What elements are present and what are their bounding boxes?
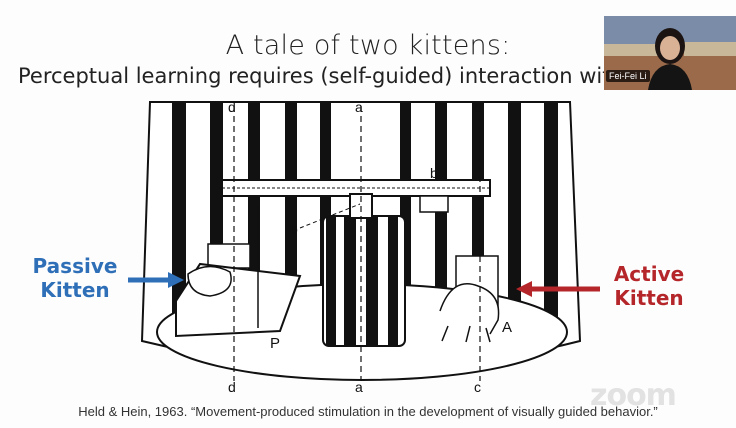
slide-title: A tale of two kittens:: [225, 30, 511, 61]
active-kitten-harness: [439, 255, 500, 343]
passive-label-line1: Passive: [32, 254, 118, 278]
active-kitten-label: Active Kitten: [600, 262, 698, 310]
passive-arrow-icon: [128, 272, 184, 288]
letter-b-lower: b: [290, 221, 298, 237]
passive-kitten-drawing: [187, 265, 232, 297]
active-kitten-drawing: [439, 283, 500, 343]
letter-b-upper: b: [430, 165, 438, 181]
central-striped-post: [322, 215, 406, 347]
active-label-line2: Kitten: [614, 286, 684, 310]
slide-subtitle: Perceptual learning requires (self-guide…: [18, 64, 624, 88]
letter-a-active: A: [502, 319, 512, 336]
active-label-line1: Active: [613, 262, 685, 286]
citation-text: Held & Hein, 1963. “Movement-produced st…: [78, 404, 658, 419]
kitten-carousel-diagram: d a c b b P A d a c: [140, 99, 582, 395]
letter-a-top: a: [355, 99, 363, 115]
participant-name-label: Fei-Fei Li: [606, 70, 650, 82]
active-arrow-icon: [516, 281, 600, 297]
video-feed-image: [604, 16, 736, 90]
passive-gondola: [175, 206, 302, 338]
zoom-watermark: zoom: [590, 378, 677, 413]
participant-video-thumbnail[interactable]: Fei-Fei Li: [604, 16, 736, 90]
passive-label-line2: Kitten: [40, 278, 110, 302]
letter-p: P: [270, 335, 280, 352]
letter-c-top: c: [474, 99, 481, 115]
letter-c-bottom: c: [474, 379, 481, 395]
letter-d-top: d: [228, 99, 236, 115]
letter-a-bottom: a: [355, 379, 363, 395]
letter-d-bottom: d: [228, 379, 236, 395]
passive-kitten-label: Passive Kitten: [20, 254, 130, 302]
